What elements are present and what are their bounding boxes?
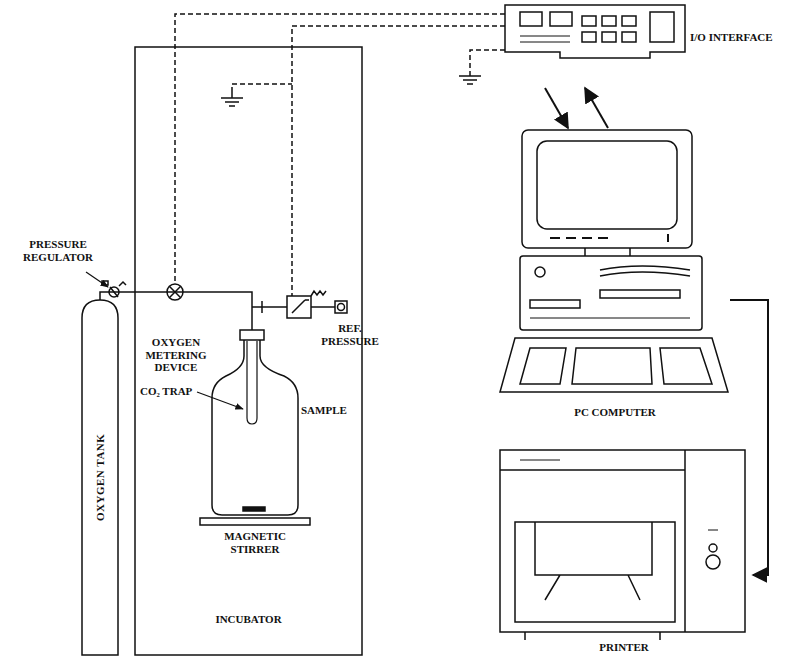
pc-keyboard bbox=[500, 338, 728, 392]
ground-symbol bbox=[221, 72, 481, 106]
leader-line bbox=[197, 392, 243, 409]
part-label: CO₂ TRAP bbox=[140, 385, 200, 398]
data-arrow bbox=[730, 300, 768, 575]
printer-body bbox=[500, 450, 745, 640]
incubator-outline bbox=[135, 47, 362, 655]
node-label: INCUBATOR bbox=[135, 613, 362, 626]
data-arrow bbox=[585, 88, 608, 128]
pc-computer: PC COMPUTER bbox=[500, 128, 730, 425]
gas-pipe bbox=[100, 292, 252, 330]
node-label: PC COMPUTER bbox=[500, 406, 730, 419]
sample-bottle: SAMPLE bbox=[205, 330, 355, 518]
signal-wire bbox=[175, 14, 505, 296]
io-card bbox=[505, 5, 685, 58]
node-label: MAGNETIC STIRRER bbox=[210, 530, 300, 555]
part-label: OXYGEN METERING DEVICE bbox=[136, 336, 216, 374]
pressure-switch bbox=[287, 291, 347, 318]
pc-monitor bbox=[522, 130, 692, 256]
pc-case bbox=[520, 256, 702, 330]
part-label: REF. PRESSURE bbox=[318, 322, 382, 347]
pressure-regulator bbox=[102, 281, 126, 297]
oxygen-tank: OXYGEN TANK bbox=[82, 300, 118, 655]
stirrer-plate bbox=[200, 518, 310, 525]
sample-bottle bbox=[212, 330, 298, 515]
node-label: SAMPLE bbox=[301, 404, 353, 417]
part-label: PRESSURE REGULATOR bbox=[16, 238, 100, 263]
branch-pipe bbox=[252, 301, 287, 313]
node-label: I/O INTERFACE bbox=[690, 31, 786, 44]
io-interface: I/O INTERFACE bbox=[500, 2, 788, 88]
node-label: PRINTER bbox=[495, 641, 753, 654]
tank-cylinder bbox=[82, 300, 118, 655]
magnetic-stirrer: MAGNETIC STIRRER bbox=[195, 518, 315, 566]
node-label: OXYGEN TANK bbox=[94, 300, 107, 655]
data-arrow bbox=[545, 88, 568, 128]
printer: PRINTER bbox=[495, 445, 753, 659]
leader-line bbox=[86, 272, 108, 287]
